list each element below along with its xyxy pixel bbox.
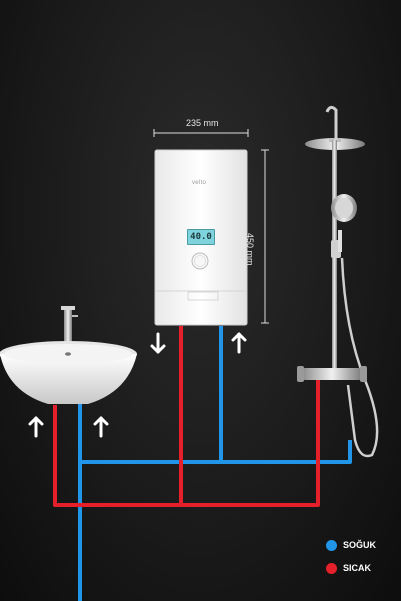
arrow-up-icon <box>93 416 109 438</box>
cold-dot-icon <box>326 539 337 551</box>
arrow-up-icon <box>231 332 247 354</box>
dimension-lines <box>153 129 269 324</box>
shower-set <box>297 105 379 458</box>
arrow-up-icon <box>28 416 44 438</box>
pipe-legend: SOĞUK SICAK <box>326 538 376 584</box>
hot-main-pipe <box>53 380 320 507</box>
brand-logo: velto <box>192 180 207 186</box>
cold-pipes <box>78 326 352 601</box>
width-dimension-label: 235 mm <box>186 118 219 128</box>
legend-item-hot: SICAK <box>326 561 376 575</box>
legend-item-cold: SOĞUK <box>326 538 376 552</box>
hot-pipes <box>53 326 320 507</box>
temperature-display: 40.0 <box>187 229 215 245</box>
legend-label-cold: SOĞUK <box>343 540 377 550</box>
height-dimension-label: 450 mm <box>245 233 255 266</box>
arrow-down-icon <box>150 332 166 354</box>
flow-arrows <box>28 332 247 438</box>
wash-basin <box>0 306 137 404</box>
thermostatic-mixer <box>302 368 362 380</box>
faucet-body <box>64 306 72 342</box>
shower-arm <box>325 105 338 140</box>
shower-hose <box>340 257 379 458</box>
hot-dot-icon <box>326 562 337 574</box>
legend-label-hot: SICAK <box>343 563 372 573</box>
cold-main-pipe <box>78 410 352 464</box>
